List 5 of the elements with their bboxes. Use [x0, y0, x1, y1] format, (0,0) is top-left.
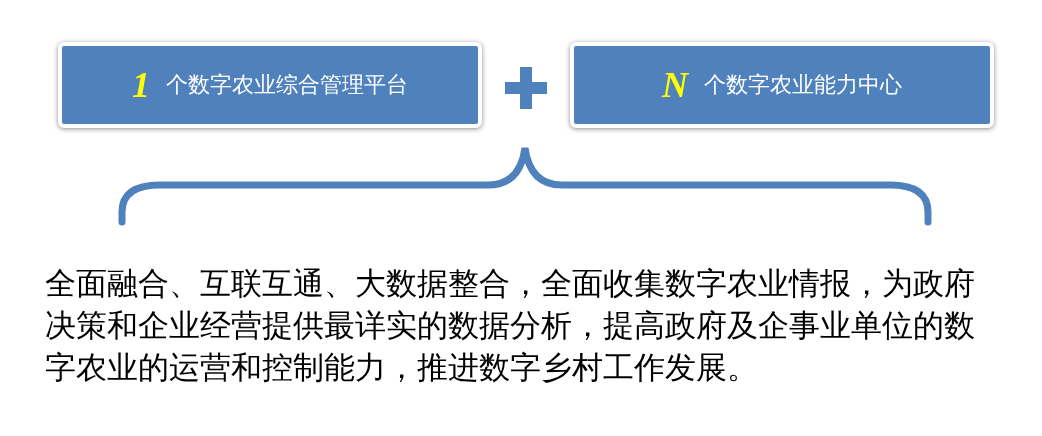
count-number: N	[662, 64, 688, 106]
count-number: 1	[132, 64, 150, 106]
description-text: 全面融合、互联互通、大数据整合，全面收集数字农业情报，为政府决策和企业经营提供最详实的数据分析，提高政府及企事业单位的数字农业的运营和控制能力，推进数字乡村工作发展。	[45, 264, 976, 387]
box-title: 个数字农业综合管理平台	[166, 71, 408, 99]
box-title: 个数字农业能力中心	[704, 71, 902, 99]
